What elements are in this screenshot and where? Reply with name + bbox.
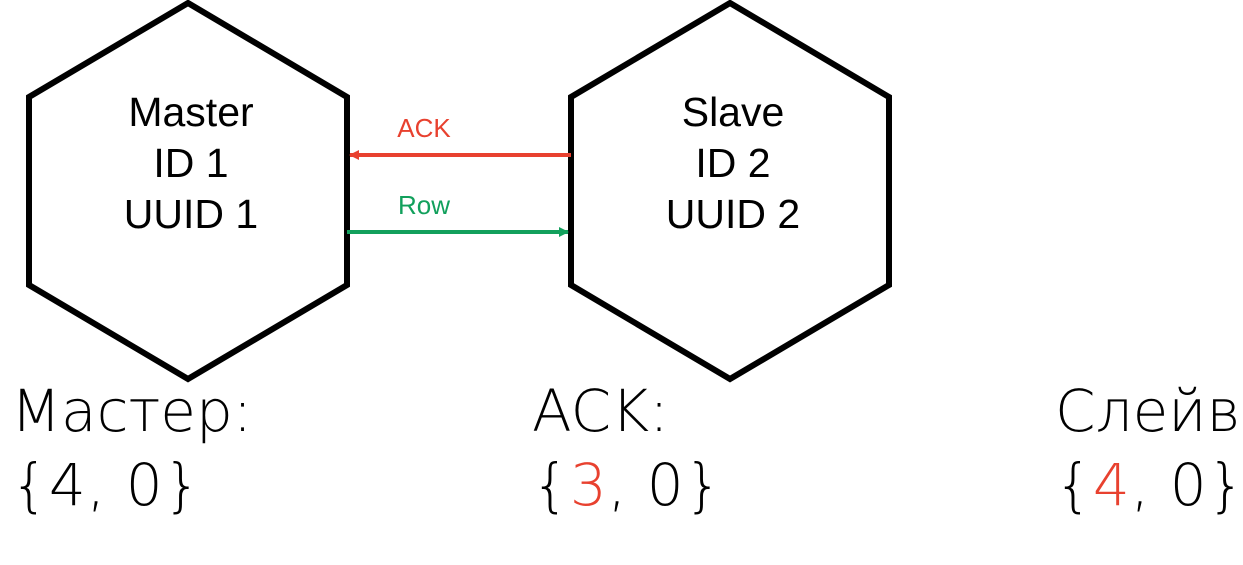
ack-vclock-close: } bbox=[684, 451, 723, 519]
slave-vclock-close: } bbox=[1207, 451, 1243, 519]
ack-vclock-a: 3 bbox=[569, 451, 608, 519]
row-arrow: Row bbox=[347, 190, 569, 237]
slave-node: Slave ID 2 UUID 2 bbox=[568, 0, 892, 383]
ack-caption-title: ACK: bbox=[532, 377, 669, 445]
master-uuid: UUID 1 bbox=[124, 191, 258, 237]
slave-vclock-open: { bbox=[1055, 451, 1093, 519]
master-caption: Мастер: {4, 0} bbox=[11, 382, 252, 514]
ack-vclock-b: 0 bbox=[646, 451, 685, 519]
ack-vclock: {3, 0} bbox=[532, 456, 723, 514]
slave-id: ID 2 bbox=[695, 140, 770, 186]
master-vclock-sep: , bbox=[86, 451, 126, 519]
master-vclock-close: } bbox=[163, 451, 202, 519]
row-arrow-label: Row bbox=[398, 190, 450, 220]
master-name: Master bbox=[128, 89, 253, 135]
master-caption-title: Мастер: bbox=[11, 377, 253, 445]
master-vclock-a: 4 bbox=[48, 451, 87, 519]
master-vclock: {4, 0} bbox=[11, 456, 252, 514]
master-vclock-b: 0 bbox=[125, 451, 164, 519]
slave-name: Slave bbox=[682, 89, 785, 135]
master-hexagon bbox=[26, 0, 350, 383]
ack-arrow: ACK bbox=[349, 113, 571, 160]
ack-vclock-sep: , bbox=[607, 451, 647, 519]
ack-caption: ACK: {3, 0} bbox=[532, 382, 723, 514]
master-vclock-open: { bbox=[11, 451, 49, 519]
slave-caption: Слейв: {4, 0} bbox=[1055, 382, 1243, 514]
slave-vclock-sep: , bbox=[1130, 451, 1170, 519]
ack-vclock-open: { bbox=[532, 451, 570, 519]
slave-hexagon bbox=[568, 0, 892, 383]
master-node: Master ID 1 UUID 1 bbox=[26, 0, 350, 383]
slave-vclock: {4, 0} bbox=[1055, 456, 1243, 514]
master-id: ID 1 bbox=[153, 140, 228, 186]
slave-uuid: UUID 2 bbox=[666, 191, 800, 237]
slave-caption-title: Слейв: bbox=[1055, 377, 1243, 445]
slave-vclock-b: 0 bbox=[1169, 451, 1208, 519]
ack-arrow-label: ACK bbox=[397, 113, 451, 143]
slave-vclock-a: 4 bbox=[1092, 451, 1131, 519]
